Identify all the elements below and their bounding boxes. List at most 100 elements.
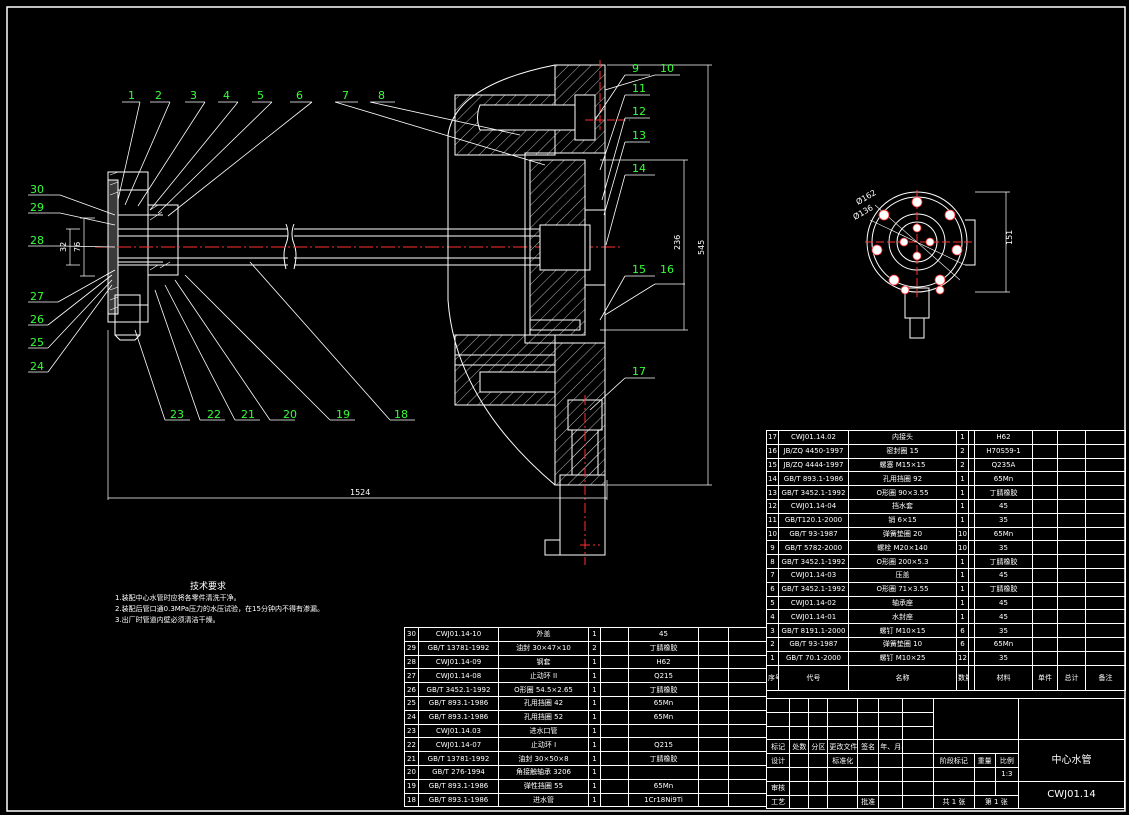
bom-left-cell xyxy=(698,792,729,808)
tb-label-zone: 分区 xyxy=(808,739,829,755)
bom-left-cell xyxy=(698,695,729,711)
bom-right-cell: GB/T 93-1987 xyxy=(778,526,849,542)
bom-right-cell: O形圈 90×3.55 xyxy=(848,485,957,500)
bom-left-cell xyxy=(728,792,767,808)
bom-right-cell xyxy=(1057,430,1086,445)
bom-left-cell: 丁腈橡胶 xyxy=(628,682,699,697)
bom-left-cell: CWJ01.14-09 xyxy=(418,654,499,670)
bom-right-cell: 挡水套 xyxy=(848,498,957,514)
bom-left-cell: 65Mn xyxy=(628,778,699,794)
dimension-lines xyxy=(66,64,712,500)
bom-left-cell xyxy=(600,709,629,725)
bom-right-cell: 丁腈橡胶 xyxy=(974,485,1033,500)
bom-right-cell xyxy=(1057,498,1086,514)
bom-right-cell xyxy=(1032,609,1058,625)
bom-right-cell xyxy=(1057,471,1086,487)
bom-right-cell xyxy=(1085,581,1126,597)
bom-right-cell xyxy=(1085,595,1126,611)
dim-76: 76 xyxy=(73,242,82,252)
tb-drawing-no: CWJ01.14 xyxy=(1018,780,1125,810)
bom-right-cell: 65Mn xyxy=(974,526,1033,542)
tb-sheet: 第 1 张 xyxy=(973,794,1020,810)
bom-right-cell: 螺栓 M20×140 xyxy=(848,540,957,556)
dim-1524: 1524 xyxy=(350,488,370,497)
bom-right-cell xyxy=(1057,595,1086,611)
dim-32: 32 xyxy=(59,242,68,252)
bom-right-cell: 65Mn xyxy=(974,471,1033,487)
bom-right-cell: 10 xyxy=(956,526,969,542)
bom-left-cell: GB/T 893.1-1986 xyxy=(418,792,499,808)
bom-right-cell: GB/T 3452.1-1992 xyxy=(778,581,849,597)
bom-right-cell xyxy=(1085,485,1126,500)
bom-right-header-cell: 数量 xyxy=(956,664,969,691)
tb-approve: 批准 xyxy=(857,794,880,810)
bom-left-cell xyxy=(698,668,729,684)
balloon-18: 18 xyxy=(394,408,408,421)
tb-label-date: 年、月、日 xyxy=(878,739,903,755)
bom-right-cell xyxy=(1032,554,1058,569)
bom-right-cell: 1 xyxy=(766,650,779,666)
bom-left-cell: GB/T 13781-1992 xyxy=(418,640,499,656)
technical-notes: 技术要求 1.装配中心水管时应将各零件清洗干净。 2.装配后管口通0.3MPa压… xyxy=(115,582,324,626)
bom-right-cell: CWJ01.14-01 xyxy=(778,609,849,625)
bom-right-cell: 35 xyxy=(974,512,1033,528)
tb-scale: 1:3 xyxy=(994,766,1020,782)
bom-right-cell: 1 xyxy=(956,595,969,611)
bom-right-cell: 16 xyxy=(766,443,779,459)
side-view-bolts xyxy=(871,196,963,295)
drawing-frame xyxy=(6,6,1126,812)
bom-right-cell: 8 xyxy=(766,554,779,569)
bom-left-cell xyxy=(698,723,729,739)
bom-right-header-cell: 单件 xyxy=(1032,664,1058,691)
bom-right-cell: 压盖 xyxy=(848,567,957,583)
balloon-28: 28 xyxy=(30,234,44,247)
bom-left-cell: 1 xyxy=(588,709,601,725)
bom-right-cell xyxy=(1057,540,1086,556)
bom-right-cell xyxy=(1032,512,1058,528)
bom-right-cell xyxy=(1032,526,1058,542)
bom-right-header-cell: 序号 xyxy=(766,664,779,691)
bom-right-cell: 11 xyxy=(766,512,779,528)
bom-right-cell: 6 xyxy=(766,581,779,597)
tb-review: 审核 xyxy=(765,780,791,796)
bom-right-header-cell: 材料 xyxy=(974,664,1033,691)
balloon-20: 20 xyxy=(283,408,297,421)
bom-right-cell: GB/T 70.1-2000 xyxy=(778,650,849,666)
bom-left-cell: 20 xyxy=(404,764,419,780)
bom-left-cell xyxy=(728,654,767,670)
bom-right-cell: 7 xyxy=(766,567,779,583)
bom-left-cell: 1 xyxy=(588,764,601,780)
bom-right-cell: 5 xyxy=(766,595,779,611)
bom-right-cell: 45 xyxy=(974,609,1033,625)
bom-right-cell: 1 xyxy=(956,485,969,500)
bom-right-cell: CWJ01.14-04 xyxy=(778,498,849,514)
bom-left-cell xyxy=(728,695,767,711)
bom-right-cell: 35 xyxy=(974,540,1033,556)
notes-line-3: 3.出厂时管道内壁必须清洁干燥。 xyxy=(115,616,220,624)
bom-right-cell xyxy=(1057,650,1086,666)
dim-phi136: Ø136 xyxy=(851,202,875,221)
bom-right-cell: 水封座 xyxy=(848,609,957,625)
bom-right-cell xyxy=(1085,498,1126,514)
bom-right-cell: O形圈 71×3.55 xyxy=(848,581,957,597)
bom-right-cell: 2 xyxy=(766,636,779,652)
bom-left-cell: 30 xyxy=(404,627,419,642)
bom-left-cell: 1 xyxy=(588,695,601,711)
bom-right-cell: O形圈 200×5.3 xyxy=(848,554,957,569)
bom-right-cell xyxy=(1085,554,1126,569)
notes-line-2: 2.装配后管口通0.3MPa压力的水压试验，在15分钟内不得有渗漏。 xyxy=(115,605,324,613)
bom-right-cell: 14 xyxy=(766,471,779,487)
bom-left-cell xyxy=(728,668,767,684)
balloon-8: 8 xyxy=(378,89,385,102)
bom-left-cell: 1 xyxy=(588,682,601,697)
bom-left-cell: 角接触轴承 3206 xyxy=(498,764,589,780)
bom-left-cell xyxy=(698,764,729,780)
balloon-11: 11 xyxy=(632,82,646,95)
